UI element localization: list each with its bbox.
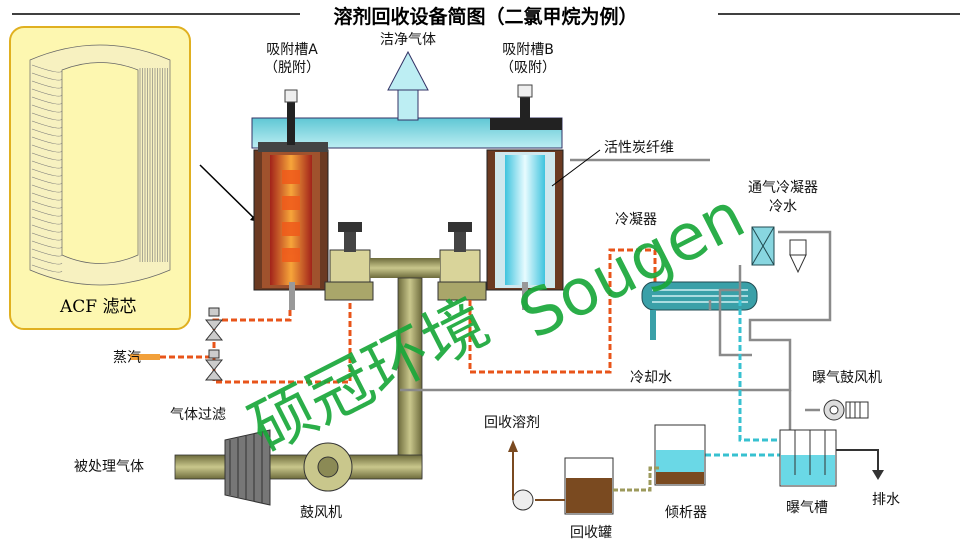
cooling-water-label: 冷却水 [630,370,672,386]
steam-valves [204,307,224,381]
acf-filter-panel [9,26,191,330]
tank-a [253,89,329,310]
condenser-label: 冷凝器 [615,212,657,228]
page-title: 溶剂回收设备简图（二氯甲烷为例） [333,6,638,28]
clean-gas-label: 洁净气体 [380,32,436,48]
tank-b [486,84,564,310]
decanter-label: 倾析器 [665,505,707,521]
acf-filter-label: ACF 滤芯 [60,297,137,317]
drain-label: 排水 [872,492,900,508]
blower-label: 鼓风机 [300,505,342,521]
cooling-water-lines [400,158,832,430]
recovered-solvent-label: 回收溶剂 [484,415,540,431]
aeration-blower-label: 曝气鼓风机 [812,370,882,386]
decanter-unit [654,424,706,486]
tank-b-label: 吸附槽B [502,42,554,58]
main-blower [303,442,353,492]
gas-filter-unit [224,429,271,506]
aeration-tank-label: 曝气槽 [786,500,828,516]
recovery-tank-unit [508,440,660,515]
acf-pointer-arrow [199,164,259,223]
gas-filter-label: 气体过滤 [170,407,226,423]
cold-water-label: 冷水 [769,199,797,215]
treated-gas-label: 被处理气体 [74,459,144,475]
tank-a-state-label: （脱附） [264,60,320,76]
tank-a-label: 吸附槽A [266,42,318,58]
condensate-line [705,300,782,457]
recovery-tank-label: 回收罐 [570,525,612,541]
clean-gas-outlet-arrow [387,50,429,91]
switching-valves [324,222,487,301]
vapour-line [468,248,657,374]
vent-condenser-unit [751,226,807,274]
steam-label: 蒸汽 [113,350,141,366]
aeration-blower-unit [823,399,869,421]
aeration-tank-unit [779,429,884,487]
vent-condenser-label: 通气冷凝器 [748,180,818,196]
tank-b-state-label: （吸附） [500,60,556,76]
activated-carbon-fiber-label: 活性炭纤维 [604,140,674,156]
acf-cartridge-icon [29,44,171,286]
